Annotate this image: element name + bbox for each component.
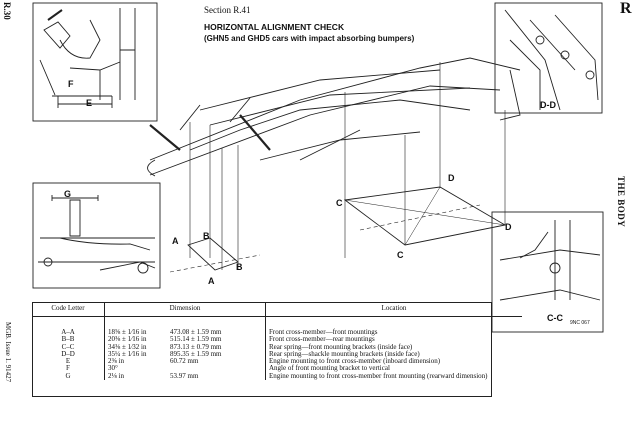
inset-front-mounting (32, 2, 158, 122)
table-row: B–B 20⅜ ± 1⁄16 in 515.14 ± 1.59 mm Front… (32, 335, 522, 344)
header-location: Location (265, 302, 522, 317)
callout-g: G (64, 189, 72, 199)
table-row: E 2⅜ in 60.72 mm Engine mounting to fron… (32, 357, 522, 366)
row-metric: 473.08 ± 1.59 mm (167, 316, 266, 337)
header-dimension: Dimension (104, 302, 266, 317)
figure-reference-code: 9NC 067 (570, 320, 590, 326)
row-location: Engine mounting to front cross-member fr… (269, 371, 488, 380)
table-row: D–D 35¼ ± 1⁄16 in 895.35 ± 1.59 mm Rear … (32, 349, 522, 359)
row-imperial: 34⅜ ± 1⁄32 in (108, 342, 147, 351)
row-location: Front cross-member—front mountings (269, 328, 378, 336)
row-imperial: 18⅝ ± 1⁄16 in (108, 328, 147, 336)
row-imperial: 35¼ ± 1⁄16 in (108, 349, 147, 358)
section-ref: Section R.41 (204, 5, 251, 15)
inset-rear-spring-shackle (494, 2, 603, 114)
row-code: B–B (32, 335, 105, 344)
row-location: Engine mounting to front cross-member (i… (269, 357, 441, 366)
row-metric: 873.13 ± 0.79 mm (167, 343, 266, 351)
table-row: F 30° Angle of front mounting bracket to… (32, 364, 522, 373)
callout-d-top: D (448, 173, 455, 183)
callout-d-right: D (505, 222, 512, 232)
row-location: Rear spring—front mounting brackets (ins… (269, 342, 413, 351)
callout-f: F (68, 79, 74, 89)
row-imperial: 30° (108, 364, 118, 373)
callout-b-lower: B (236, 262, 243, 272)
row-imperial: 2⅜ in (108, 357, 124, 366)
callout-b-upper: B (203, 231, 210, 241)
chassis-frame (147, 57, 521, 177)
page-title: HORIZONTAL ALIGNMENT CHECK (204, 22, 345, 32)
page-subtitle: (GHN5 and GHD5 cars with impact absorbin… (204, 34, 415, 43)
row-metric (167, 365, 266, 373)
callout-c-mid: C (397, 250, 404, 260)
row-metric: 53.97 mm (167, 372, 266, 381)
alignment-spec-table: Code Letter Dimension Location A–A 18⅝ ±… (32, 302, 522, 381)
row-imperial: 20⅜ ± 1⁄16 in (108, 335, 147, 344)
row-metric: 895.35 ± 1.59 mm (167, 350, 266, 359)
table-header-row: Code Letter Dimension Location (32, 302, 522, 317)
row-code: G (32, 372, 105, 381)
row-code: F (32, 365, 105, 373)
floor-projections (169, 186, 507, 273)
row-code: C–C (32, 343, 105, 351)
callout-cc: C-C (547, 313, 563, 323)
inset-engine-mounting (32, 182, 161, 289)
row-location: Front cross-member—rear mountings (269, 335, 375, 344)
section-letter: R (620, 0, 632, 17)
row-imperial: 2⅛ in (108, 371, 124, 380)
drop-lines (189, 62, 506, 270)
row-code: D–D (32, 350, 105, 359)
inset-rear-spring-front (491, 211, 604, 333)
callout-a-upper: A (172, 236, 179, 246)
row-metric: 515.14 ± 1.59 mm (167, 335, 266, 344)
callout-e: E (86, 98, 93, 108)
row-code: A–A (32, 316, 105, 337)
header-code: Code Letter (32, 302, 105, 317)
callout-dd: D-D (540, 100, 556, 110)
table-row: G 2⅛ in 53.97 mm Engine mounting to fron… (32, 371, 522, 381)
row-metric: 60.72 mm (167, 357, 266, 366)
callout-a-lower: A (208, 276, 215, 286)
row-location: Angle of front mounting bracket to verti… (269, 364, 390, 373)
table-row: C–C 34⅜ ± 1⁄32 in 873.13 ± 0.79 mm Rear … (32, 342, 522, 351)
row-location: Rear spring—shackle mounting brackets (i… (269, 349, 420, 358)
callout-c-left: C (336, 198, 343, 208)
table-row: A–A 18⅝ ± 1⁄16 in 473.08 ± 1.59 mm Front… (32, 316, 522, 337)
row-code: E (32, 357, 105, 366)
